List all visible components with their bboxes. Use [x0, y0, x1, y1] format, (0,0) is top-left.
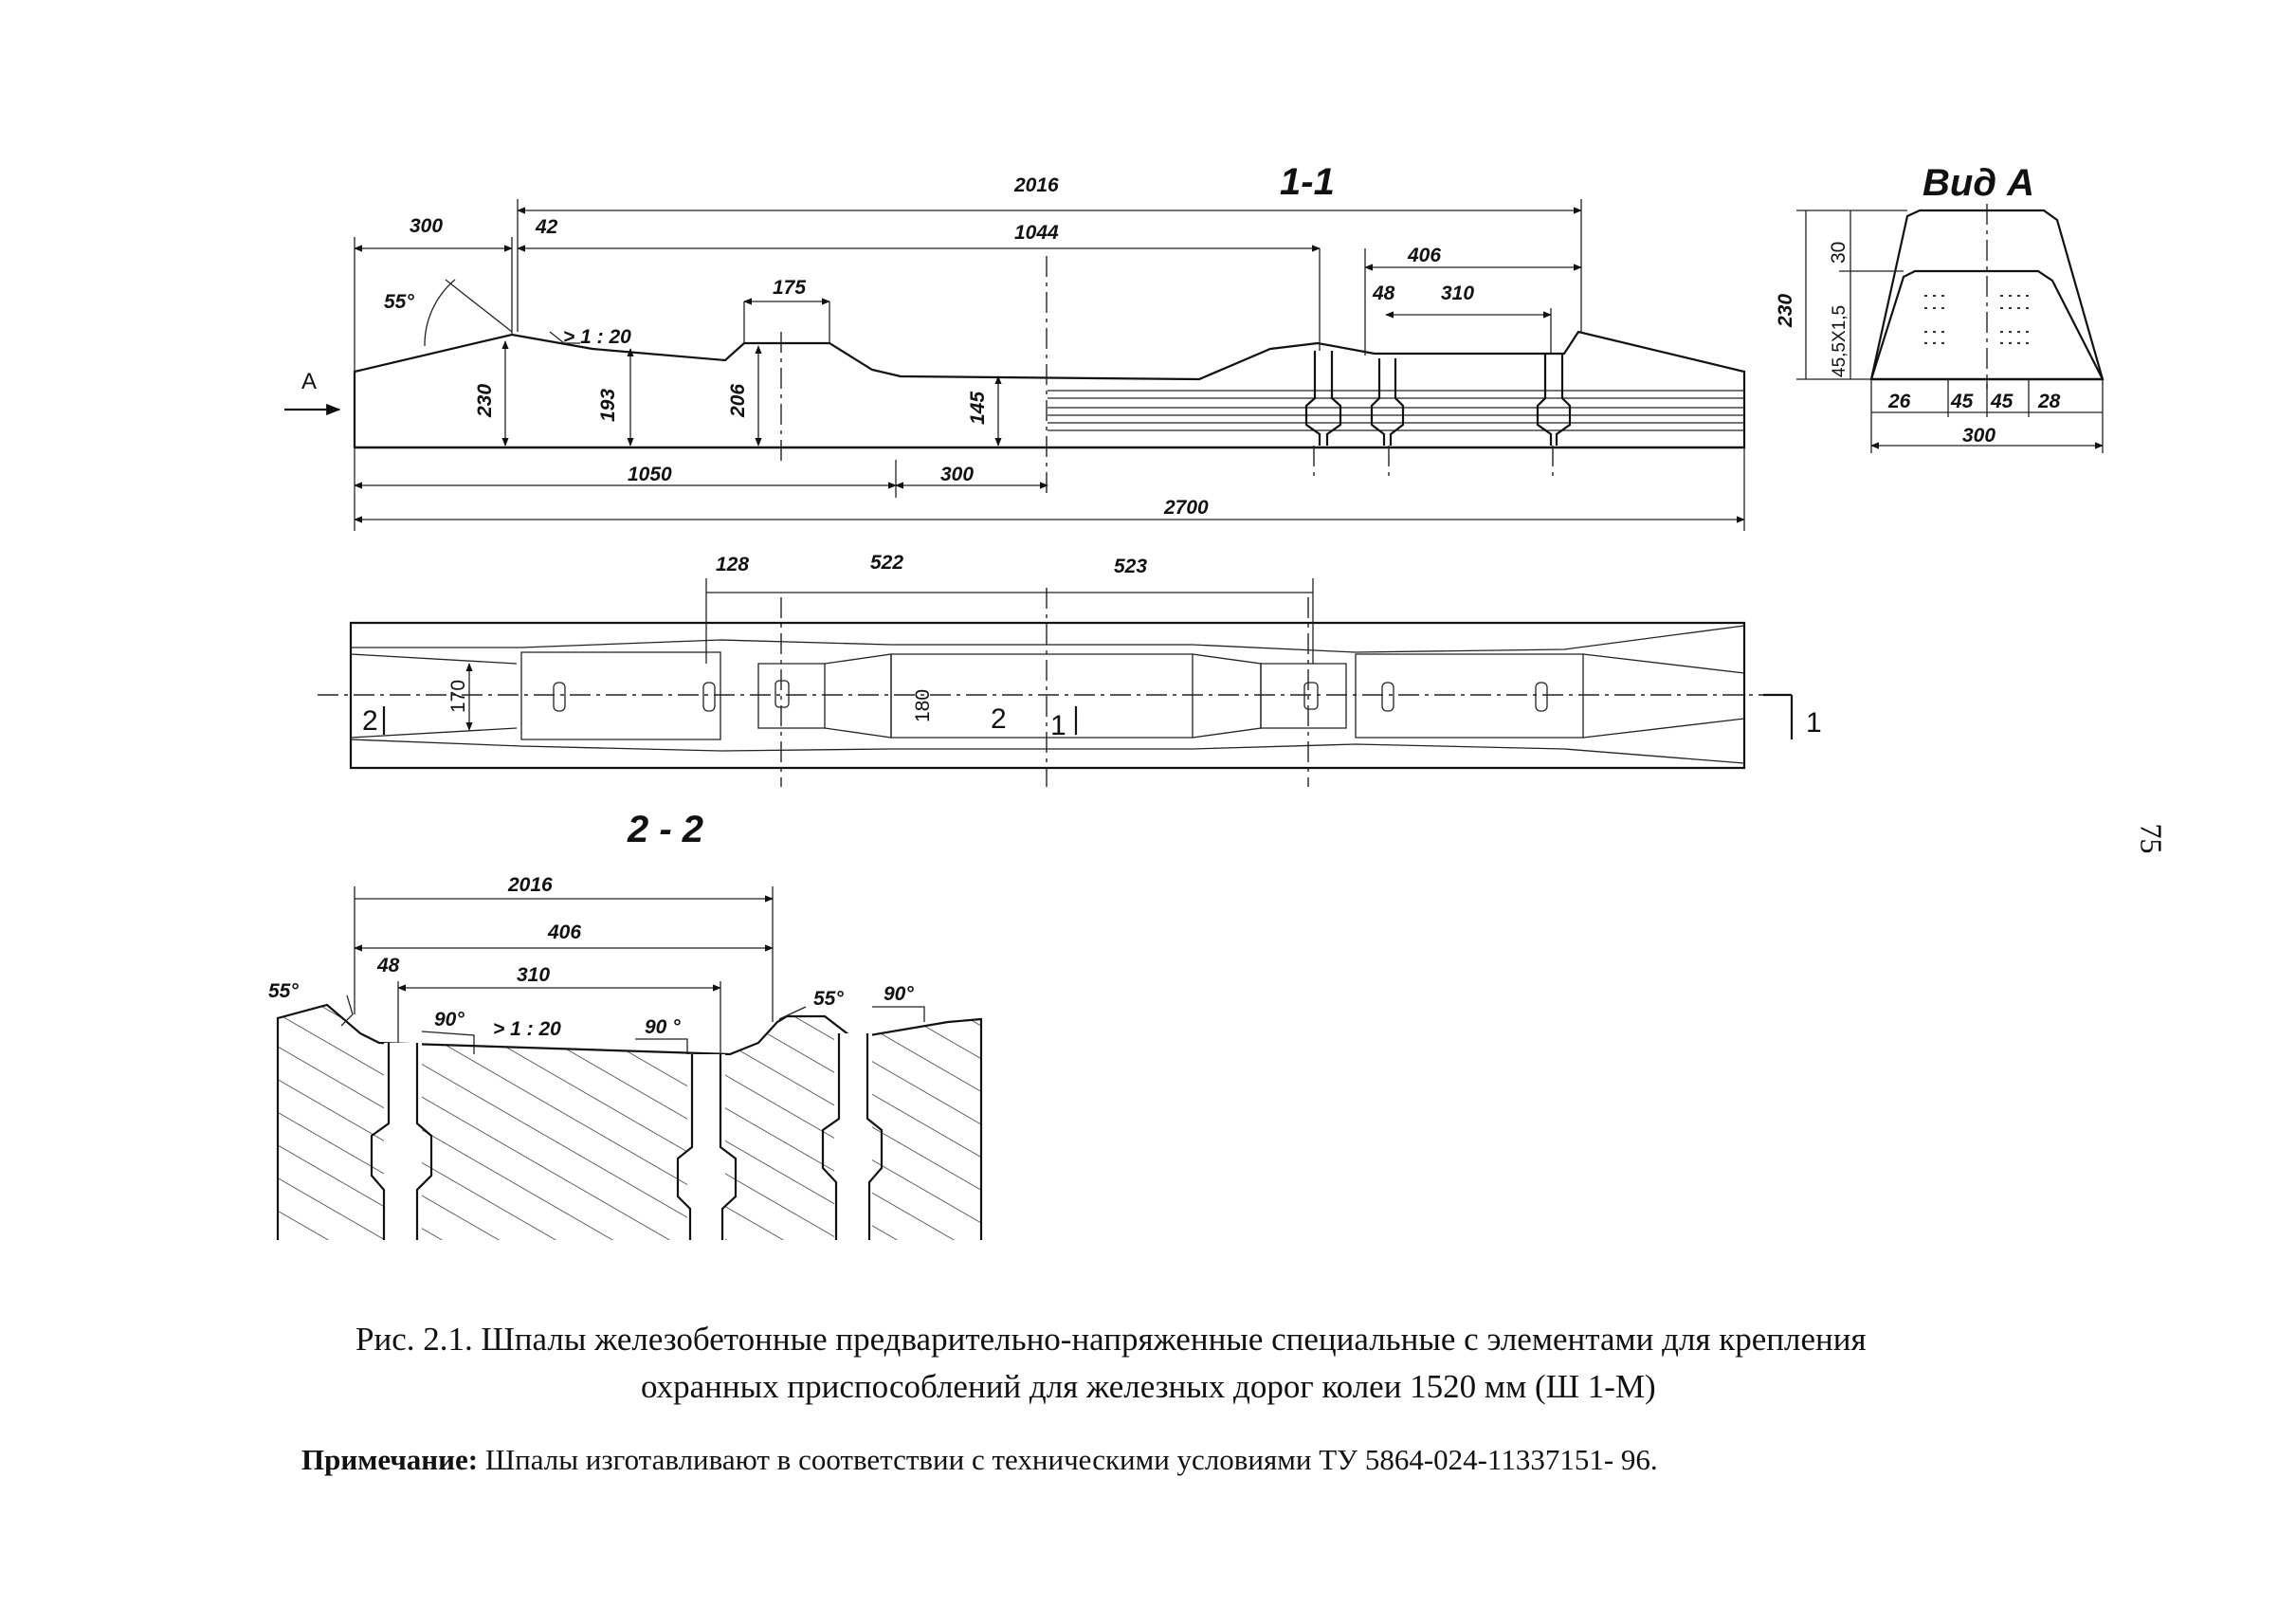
- angle-55: 55°: [384, 291, 414, 313]
- s2-dim-48: 48: [376, 955, 400, 976]
- plan-outline: [349, 621, 1746, 770]
- dim-206: 206: [727, 384, 749, 418]
- dim-1044: 1044: [1014, 222, 1059, 244]
- fastening-slots: [553, 680, 1548, 712]
- plan-dim-170: 170: [447, 680, 469, 713]
- section-2-2-title: 2 - 2: [627, 809, 703, 850]
- view-a-dim-45a: 45: [1950, 391, 1974, 412]
- view-a-dim-45-5: 45,5Х1,5: [1830, 305, 1850, 377]
- s2-angle-55-right: 55°: [813, 988, 844, 1010]
- figure-note: Примечание: Шпалы изготавливают в соотве…: [301, 1443, 2103, 1477]
- section-marker-1-center: 1: [1050, 710, 1066, 741]
- page-number: 75: [2134, 823, 2169, 854]
- s2-angle-55-left: 55°: [268, 980, 299, 1002]
- section-2-2: 2 - 2 2016 406 48 310 55° 90° > 1 : 20 9…: [268, 809, 983, 1240]
- plan-dim-180: 180: [912, 689, 934, 722]
- dim-310: 310: [1441, 283, 1474, 304]
- dim-300-bottom: 300: [940, 464, 974, 485]
- s2-slope: > 1 : 20: [493, 1018, 561, 1040]
- section-marker-1-right: 1: [1806, 707, 1822, 739]
- section-2-2-hatching: [278, 1005, 981, 1240]
- dim-230: 230: [474, 384, 496, 418]
- dim-48: 48: [1372, 283, 1395, 304]
- anchor-bolts: [1304, 351, 1572, 446]
- note-text: Шпалы изготавливают в соответствии с тех…: [478, 1443, 1658, 1476]
- view-a-dim-45b: 45: [1990, 391, 2014, 412]
- view-a: Вид А 230 30 45,5Х1,5 26 45: [1775, 162, 2105, 453]
- s2-dim-406: 406: [547, 921, 581, 943]
- s2-angle-90-a: 90°: [434, 1009, 465, 1031]
- figure-caption-line1: Рис. 2.1. Шпалы железобетонные предварит…: [355, 1321, 1867, 1358]
- section-marker-right: [1763, 693, 1794, 739]
- section-marker-2-center: 2: [991, 703, 1007, 735]
- dim-300-top: 300: [410, 215, 443, 237]
- view-a-inner-line: [1869, 269, 2104, 380]
- view-a-dim-30: 30: [1828, 242, 1850, 264]
- dim-193: 193: [597, 389, 619, 422]
- note-label: Примечание:: [301, 1443, 479, 1476]
- s2-dim-2016: 2016: [507, 874, 553, 896]
- s2-dim-310: 310: [517, 964, 550, 986]
- section-2-2-outline: [276, 1003, 983, 1240]
- section-1-1-title: 1-1: [1280, 161, 1335, 203]
- view-a-dim-28: 28: [2037, 391, 2061, 412]
- view-a-wires: [1924, 295, 2029, 344]
- section-2-2-bolts: [370, 1033, 884, 1240]
- dim-2700: 2700: [1163, 497, 1209, 519]
- dim-42: 42: [535, 216, 558, 238]
- plan-dim-523: 523: [1114, 556, 1147, 577]
- s2-angle-90-c: 90°: [884, 983, 914, 1005]
- plan-view: 128 522 523 170 180 2 2 1 1: [318, 552, 1822, 787]
- view-a-dim-300: 300: [1962, 425, 1995, 447]
- elevation-view: 1-1 2016 300: [284, 161, 1746, 531]
- slope-1-20: > 1 : 20: [563, 326, 631, 348]
- dim-145: 145: [967, 392, 989, 425]
- view-a-dim-26: 26: [1887, 391, 1911, 412]
- dim-2016: 2016: [1013, 174, 1059, 196]
- plan-center-block: [890, 653, 1194, 739]
- plan-pocket-left: [520, 651, 721, 740]
- section-marker-2-left: 2: [362, 705, 378, 737]
- dim-175: 175: [773, 277, 806, 299]
- view-a-title: Вид А: [1922, 162, 2034, 204]
- s2-angle-90-b: 90 °: [645, 1016, 681, 1038]
- view-a-arrow-label: А: [301, 369, 317, 394]
- dim-1050: 1050: [628, 464, 672, 485]
- figure-caption-line2: охранных приспособлений для железных дор…: [641, 1368, 1656, 1405]
- view-a-dim-230: 230: [1775, 294, 1796, 328]
- plan-dim-522: 522: [870, 552, 903, 574]
- dim-406: 406: [1407, 245, 1441, 266]
- plan-dim-128: 128: [716, 554, 749, 575]
- plan-pocket-right: [1355, 653, 1584, 739]
- elevation-outline: [353, 330, 1746, 449]
